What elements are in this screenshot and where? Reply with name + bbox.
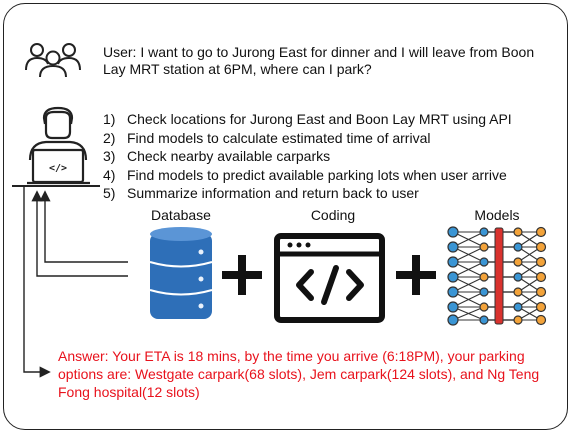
step-text: Summarize information and return back to… xyxy=(127,185,419,201)
step-text: Check nearby available carparks xyxy=(127,148,331,164)
step-list: 1) Check locations for Jurong East and Bo… xyxy=(103,110,512,203)
step-item: 3) Check nearby available carparks xyxy=(103,147,512,166)
step-number: 2) xyxy=(103,129,116,146)
coding-label: Coding xyxy=(310,207,356,223)
step-number: 4) xyxy=(103,166,116,183)
step-number: 1) xyxy=(103,111,116,127)
database-label: Database xyxy=(151,207,211,223)
step-item: 2) Find models to calculate estimated tim… xyxy=(103,129,512,148)
models-label: Models xyxy=(474,207,520,223)
diagram-frame xyxy=(3,3,568,430)
step-text: Check locations for Jurong East and Boon… xyxy=(127,111,512,127)
step-item: 4) Find models to predict available parki… xyxy=(103,166,512,185)
answer-text: Answer: Your ETA is 18 mins, by the time… xyxy=(58,348,540,400)
svg-text:</>: </> xyxy=(49,163,67,174)
user-query: User: I want to go to Jurong East for di… xyxy=(103,44,535,77)
step-number: 3) xyxy=(103,148,116,164)
step-number: 5) xyxy=(103,185,116,201)
step-text: Find models to calculate estimated time … xyxy=(127,129,431,146)
step-text: Find models to predict available parking… xyxy=(127,166,507,183)
step-item: 1) Check locations for Jurong East and Bo… xyxy=(103,110,512,129)
step-item: 5) Summarize information and return back … xyxy=(103,184,512,203)
